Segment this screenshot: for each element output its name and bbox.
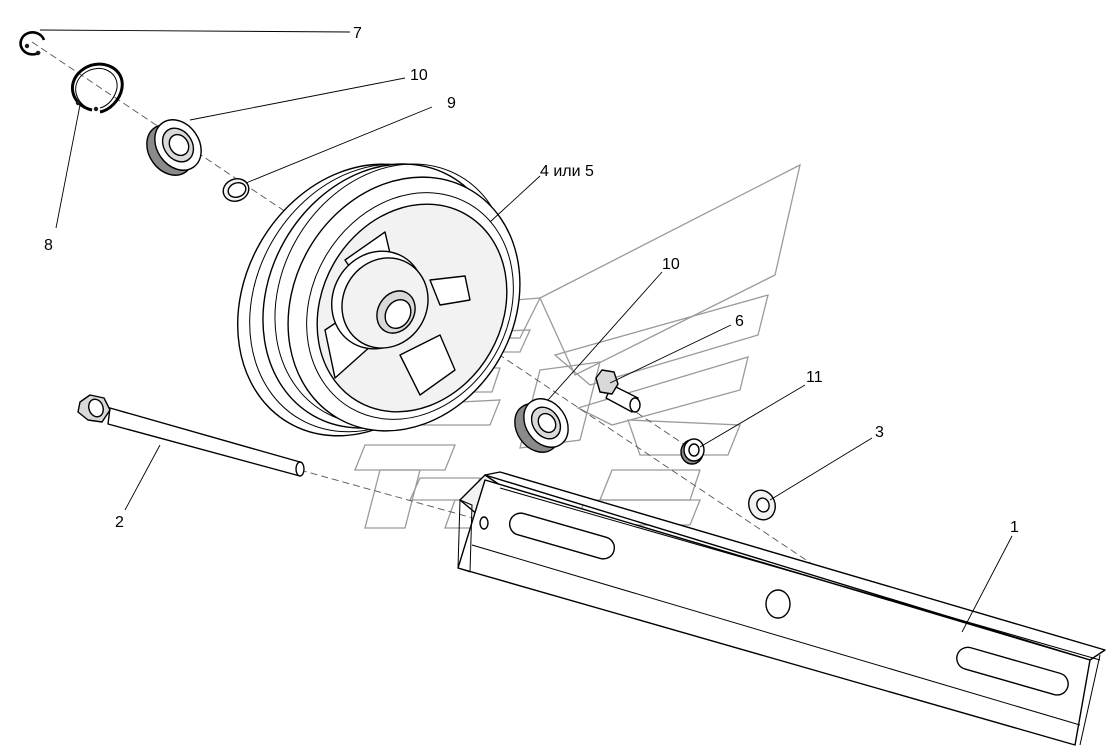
long-bolt [77, 394, 305, 477]
callout-2: 2 [115, 514, 124, 531]
callout-10-lower: 10 [662, 256, 680, 273]
callout-3: 3 [875, 424, 884, 441]
callouts: 7 10 9 8 4 или 5 10 6 11 3 2 1 [44, 25, 1019, 536]
bearing-lower [514, 398, 569, 453]
leader-lines [39, 29, 1013, 633]
spacer-ring [222, 178, 250, 202]
callout-7: 7 [353, 25, 362, 42]
callout-1: 1 [1010, 519, 1019, 536]
callout-6: 6 [735, 313, 744, 330]
channel-bracket [457, 471, 1106, 746]
pulley [236, 163, 521, 437]
snap-ring-small [19, 31, 46, 56]
callout-9: 9 [447, 95, 456, 112]
bolt-axis [299, 469, 481, 521]
bearing-upper [146, 119, 202, 176]
callout-4-or-5: 4 или 5 [540, 163, 594, 180]
callout-11: 11 [806, 369, 823, 386]
bushing [680, 438, 705, 465]
callout-8: 8 [44, 237, 53, 254]
callout-10-upper: 10 [410, 67, 428, 84]
retaining-ring-large [70, 62, 124, 114]
washer [748, 489, 776, 521]
short-bolt [595, 369, 641, 413]
